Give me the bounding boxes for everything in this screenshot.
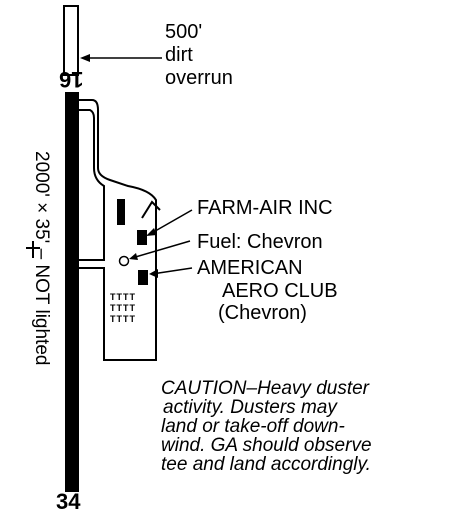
caution-line-4: wind. GA should observe bbox=[161, 435, 372, 456]
overrun-leader-arrow-icon bbox=[80, 54, 90, 62]
aero-club-leader bbox=[151, 267, 193, 275]
tiedown-row-3: TTTT bbox=[110, 314, 136, 324]
tiedown-row-1: TTTT bbox=[110, 292, 136, 302]
overrun-length: 500' bbox=[165, 21, 203, 43]
runway-end-16: 16 bbox=[59, 67, 84, 92]
building-hangar bbox=[117, 199, 125, 225]
fuel-point-icon bbox=[118, 255, 130, 267]
fuel-leader bbox=[131, 240, 191, 259]
runway-strip bbox=[65, 92, 79, 492]
dirt-overrun bbox=[63, 5, 79, 76]
farm-air-leader-arrow-icon bbox=[146, 228, 157, 236]
caution-line-1: CAUTION–Heavy duster bbox=[161, 378, 370, 399]
building-aero-club bbox=[138, 270, 148, 285]
runway-dimensions: 2000' × 35' – NOT lighted bbox=[31, 151, 52, 366]
overrun-surface: dirt bbox=[165, 44, 193, 66]
wind-indicator-icon bbox=[141, 200, 161, 219]
aero-club-label-line2: AERO CLUB bbox=[222, 280, 338, 302]
runway-end-34: 34 bbox=[56, 489, 81, 514]
farm-air-leader bbox=[149, 209, 193, 235]
building-farm-air bbox=[137, 230, 147, 245]
aero-club-label-line1: AMERICAN bbox=[197, 257, 303, 279]
cross-icon bbox=[26, 241, 40, 258]
fuel-label: Fuel: Chevron bbox=[197, 231, 323, 253]
caution-line-2: activity. Dusters may bbox=[163, 397, 337, 418]
aero-club-label-line3: (Chevron) bbox=[218, 302, 307, 324]
taxiway-inner bbox=[79, 109, 105, 261]
caution-line-5: tee and land accordingly. bbox=[161, 454, 371, 475]
tiedown-row-2: TTTT bbox=[110, 303, 136, 313]
taxiway-apron bbox=[79, 99, 157, 361]
aero-club-leader-arrow-icon bbox=[149, 269, 158, 278]
caution-note: CAUTION–Heavy duster activity. Dusters m… bbox=[161, 379, 372, 474]
overrun-word: overrun bbox=[165, 67, 233, 89]
fuel-leader-arrow-icon bbox=[129, 253, 138, 260]
caution-line-3: land or take-off down- bbox=[161, 416, 345, 437]
farm-air-label: FARM-AIR INC bbox=[197, 197, 333, 219]
